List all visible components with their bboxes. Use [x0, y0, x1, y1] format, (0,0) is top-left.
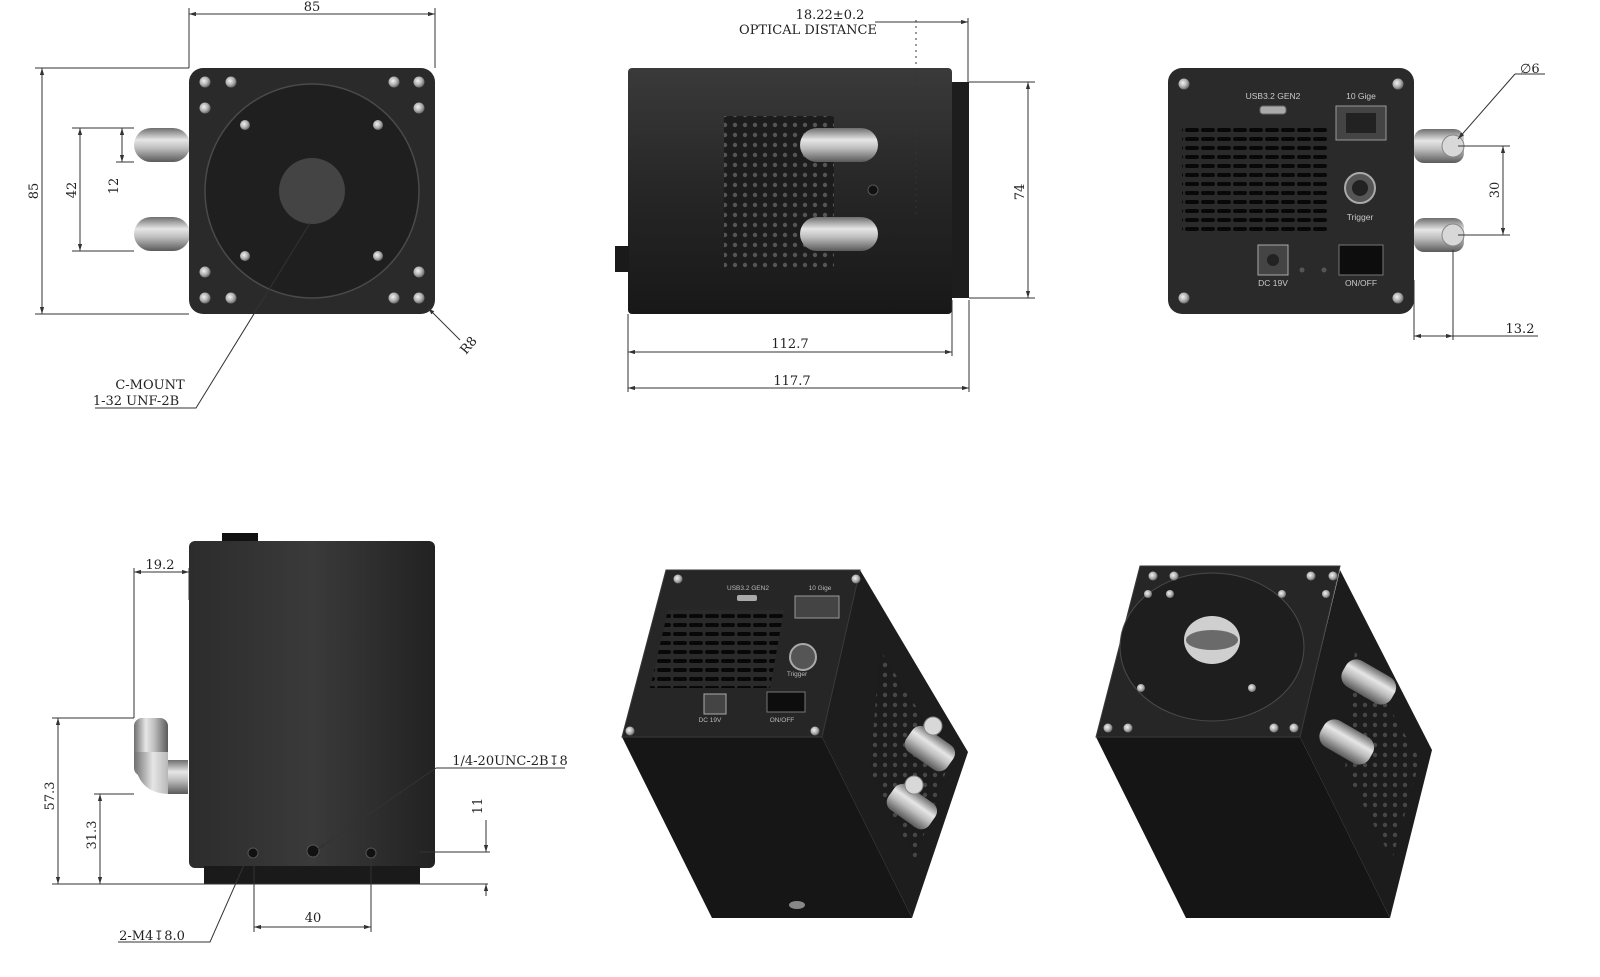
rear-view: USB3.2 GEN2 10 Gige Trigger DC 19V ON/OF… — [1168, 62, 1545, 340]
trigger-socket — [1352, 180, 1368, 196]
body-height-dim: 74 — [1013, 184, 1028, 201]
ethernet-socket — [1346, 113, 1376, 133]
corner-radius-dim: R8 — [458, 334, 481, 357]
iso-gige-label: 10 Gige — [809, 585, 832, 592]
iso-rear-view: USB3.2 GEN2 10 Gige Trigger DC 19V ON/OF… — [621, 569, 968, 918]
iso-rear-vents — [650, 610, 784, 688]
iso-dc-jack — [703, 693, 727, 715]
total-length-dim: 117.7 — [773, 374, 810, 389]
front-pipe-lower — [134, 217, 190, 251]
rear-gige-label: 10 Gige — [1346, 91, 1376, 101]
side-pipe-lower — [800, 217, 878, 251]
iso-tripod-screw — [789, 901, 805, 909]
fitting-lower-dim: 31.3 — [85, 821, 100, 850]
iso-ethernet-port — [794, 595, 840, 619]
dc-socket — [1267, 254, 1279, 266]
c-mount-label-line1: C-MOUNT — [115, 378, 185, 393]
front-width-dim: 85 — [304, 0, 321, 15]
front-pipe-upper — [134, 128, 190, 162]
rear-led-2 — [1321, 267, 1327, 273]
side-indicator-hole — [867, 184, 879, 196]
power-switch[interactable] — [1338, 244, 1384, 276]
tripod-depth-dim: 11 — [471, 798, 486, 815]
side-pipe-upper — [800, 128, 878, 162]
iso-usb-label: USB3.2 GEN2 — [727, 585, 769, 592]
front-screws — [199, 76, 425, 304]
optical-distance-label: OPTICAL DISTANCE — [739, 23, 877, 38]
pipe-spacing-dim: 42 — [65, 182, 80, 199]
fitting-diameter-dim: ∅6 — [1520, 62, 1540, 77]
rear-vent-slots — [1182, 124, 1328, 232]
rear-led-1 — [1299, 267, 1305, 273]
bottom-fitting-offset-dim: 19.2 — [146, 558, 175, 573]
iso-front-fitting-lower — [1319, 719, 1375, 765]
hole-spacing-dim: 40 — [305, 911, 322, 926]
iso-fitting-lower — [886, 783, 938, 830]
iso-rear-screws — [625, 574, 861, 736]
fitting-height-dim: 57.3 — [43, 782, 58, 811]
c-mount-aperture — [279, 158, 345, 224]
rear-screws — [1178, 78, 1404, 304]
rear-usb-label: USB3.2 GEN2 — [1246, 91, 1301, 101]
fitting-spacing-dim: 30 — [1488, 182, 1503, 199]
bottom-body — [189, 541, 435, 868]
side-view: 18.22±0.2 OPTICAL DISTANCE 74 112.7 117.… — [615, 8, 1035, 392]
iso-trigger-connector — [789, 643, 817, 671]
iso-fitting-upper — [904, 725, 956, 772]
iso-front-bottom-face — [1096, 737, 1390, 918]
iso-front-view — [1095, 565, 1432, 918]
iso-rear-bottom-face — [622, 737, 912, 918]
optical-distance-value: 18.22±0.2 — [796, 8, 865, 23]
elbow-fitting — [134, 718, 188, 794]
c-mount-label-line2: 1-32 UNF-2B — [93, 394, 179, 409]
iso-trigger-label: Trigger — [787, 671, 808, 678]
m4-hole-left — [247, 847, 259, 859]
pipe-diameter-dim: 12 — [107, 178, 122, 195]
rear-power-label: ON/OFF — [1345, 278, 1377, 288]
iso-dc-label: DC 19V — [699, 717, 722, 724]
side-connector — [615, 246, 629, 272]
fitting-offset-dim: 13.2 — [1506, 322, 1535, 337]
iso-front-fitting-upper — [1341, 659, 1397, 705]
bottom-view: 19.2 57.3 31.3 1/4-20UNC-2B↧8 11 40 2-M4… — [43, 533, 568, 944]
body-length-dim: 112.7 — [771, 337, 808, 352]
iso-power-label: ON/OFF — [770, 717, 795, 724]
iso-power-switch — [766, 691, 806, 713]
screw-holes-label: 2-M4↧8.0 — [119, 929, 185, 944]
front-view: 85 85 42 12 R8 C-MOUNT 1-32 UNF-2B — [27, 0, 481, 409]
usb-port[interactable] — [1259, 105, 1287, 115]
bottom-base — [204, 866, 420, 884]
tripod-thread-hole — [306, 844, 320, 858]
iso-front-mesh — [1345, 650, 1420, 860]
rear-trigger-label: Trigger — [1347, 212, 1374, 222]
m4-hole-right — [365, 847, 377, 859]
iso-usb-port — [737, 595, 757, 601]
front-height-dim: 85 — [27, 183, 42, 200]
tripod-thread-label: 1/4-20UNC-2B↧8 — [452, 754, 568, 769]
rear-dc-label: DC 19V — [1258, 278, 1288, 288]
iso-front-screws — [1103, 571, 1338, 733]
